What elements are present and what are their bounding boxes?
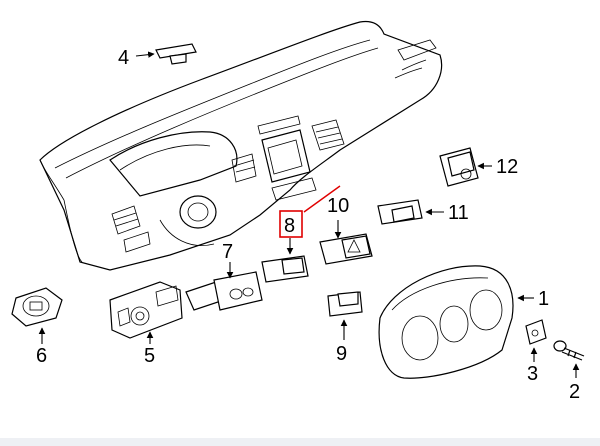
callout-12: 12 [496, 156, 518, 178]
part-6-rotary-switch [11, 287, 63, 327]
part-5-light-switch [109, 281, 183, 339]
footer-bar [0, 438, 600, 446]
dashboard-assembly [39, 20, 443, 271]
callout-10: 10 [327, 195, 349, 217]
part-1-instrument-cluster [378, 265, 514, 379]
part-4-sensor-cover [155, 43, 197, 65]
callout-6: 6 [36, 345, 47, 367]
part-9-switch [327, 291, 363, 317]
callout-2: 2 [569, 381, 580, 403]
part-12-switch [439, 147, 479, 187]
highlight-box [279, 210, 303, 238]
part-8-switch [261, 255, 309, 283]
part-7-switch-bracket [185, 271, 263, 311]
callout-1: 1 [538, 288, 549, 310]
callout-4: 4 [118, 47, 129, 69]
callout-11: 11 [448, 202, 469, 224]
highlight-leader [303, 185, 341, 213]
part-3-bracket [525, 319, 547, 345]
callout-3: 3 [527, 363, 538, 385]
callout-5: 5 [144, 345, 155, 367]
part-10-hazard-switch [319, 233, 373, 265]
callout-7: 7 [222, 241, 233, 263]
callout-9: 9 [336, 343, 347, 365]
part-11-switch [377, 199, 423, 225]
part-2-screw [553, 340, 585, 361]
callout-8: 8 [284, 215, 295, 237]
